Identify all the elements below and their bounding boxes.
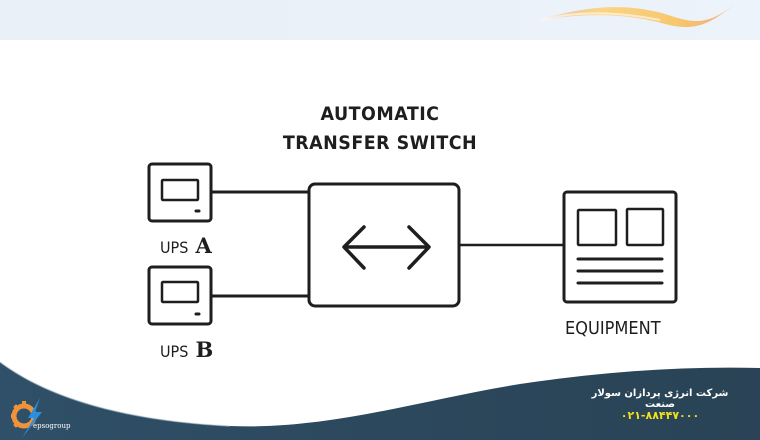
decorative-swoosh — [539, 4, 735, 28]
ats-box — [307, 182, 461, 308]
equipment-label: EQUIPMENT — [565, 318, 661, 339]
ups-a-label: UPS A — [160, 233, 212, 258]
ups-b-label-letter: B — [195, 337, 214, 362]
epsogroup-logo — [11, 398, 42, 438]
ups-b-label: UPS B — [160, 337, 213, 362]
bidirectional-arrow-icon — [342, 225, 431, 270]
equipment-icon — [562, 190, 678, 304]
company-name: شرکت انرژی پردازان سولار صنعت — [591, 388, 729, 410]
header-band — [0, 0, 760, 40]
company-phone[interactable]: ۰۲۱-۸۸۴۴۷۰۰۰ — [620, 409, 700, 422]
lightning-bolt-icon — [22, 398, 42, 438]
ups-a-label-word: UPS — [160, 238, 189, 257]
ups-b-label-word: UPS — [160, 342, 189, 361]
diagram-title-line1: AUTOMATIC — [320, 103, 440, 125]
ups-a-label-letter: A — [195, 233, 212, 258]
diagram-title-line2: TRANSFER SWITCH — [282, 132, 478, 154]
logo-text: epsogroup — [33, 422, 71, 430]
